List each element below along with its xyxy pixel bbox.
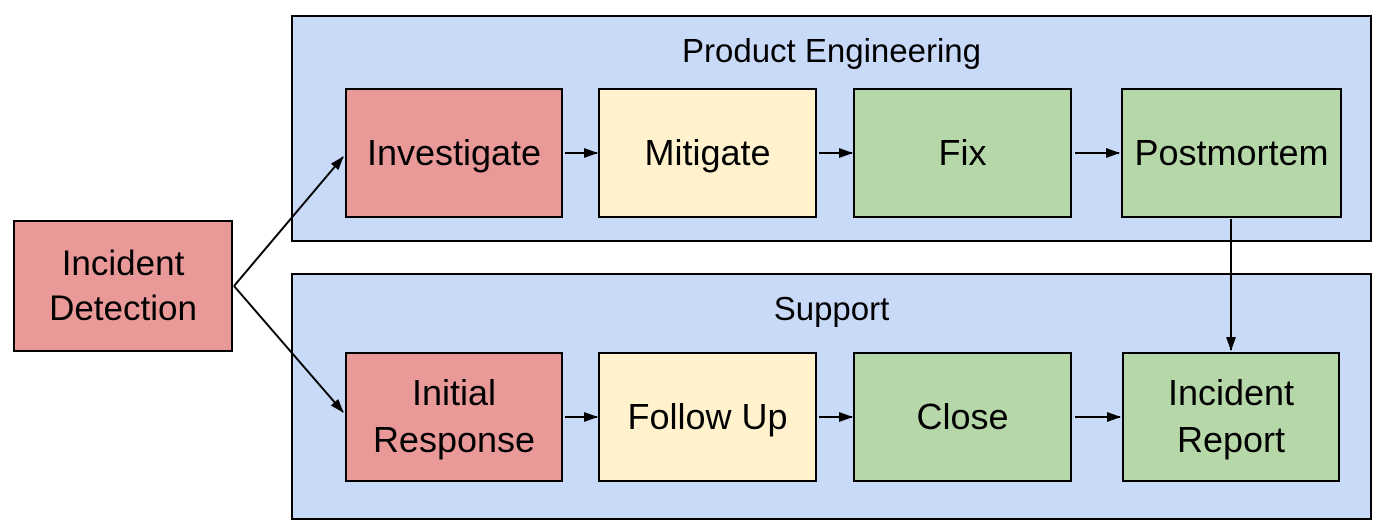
node-initial-response: Initial Response [345, 352, 563, 482]
lane-title-support: Support [773, 290, 890, 327]
node-fix: Fix [853, 88, 1072, 218]
node-investigate: Investigate [345, 88, 563, 218]
node-incident-detection: Incident Detection [13, 220, 233, 352]
node-close: Close [853, 352, 1072, 482]
node-mitigate: Mitigate [598, 88, 817, 218]
lane-title-product-engineering: Product Engineering [681, 32, 982, 69]
node-incident-report: Incident Report [1122, 352, 1340, 482]
node-postmortem: Postmortem [1121, 88, 1342, 218]
node-follow-up: Follow Up [598, 352, 817, 482]
